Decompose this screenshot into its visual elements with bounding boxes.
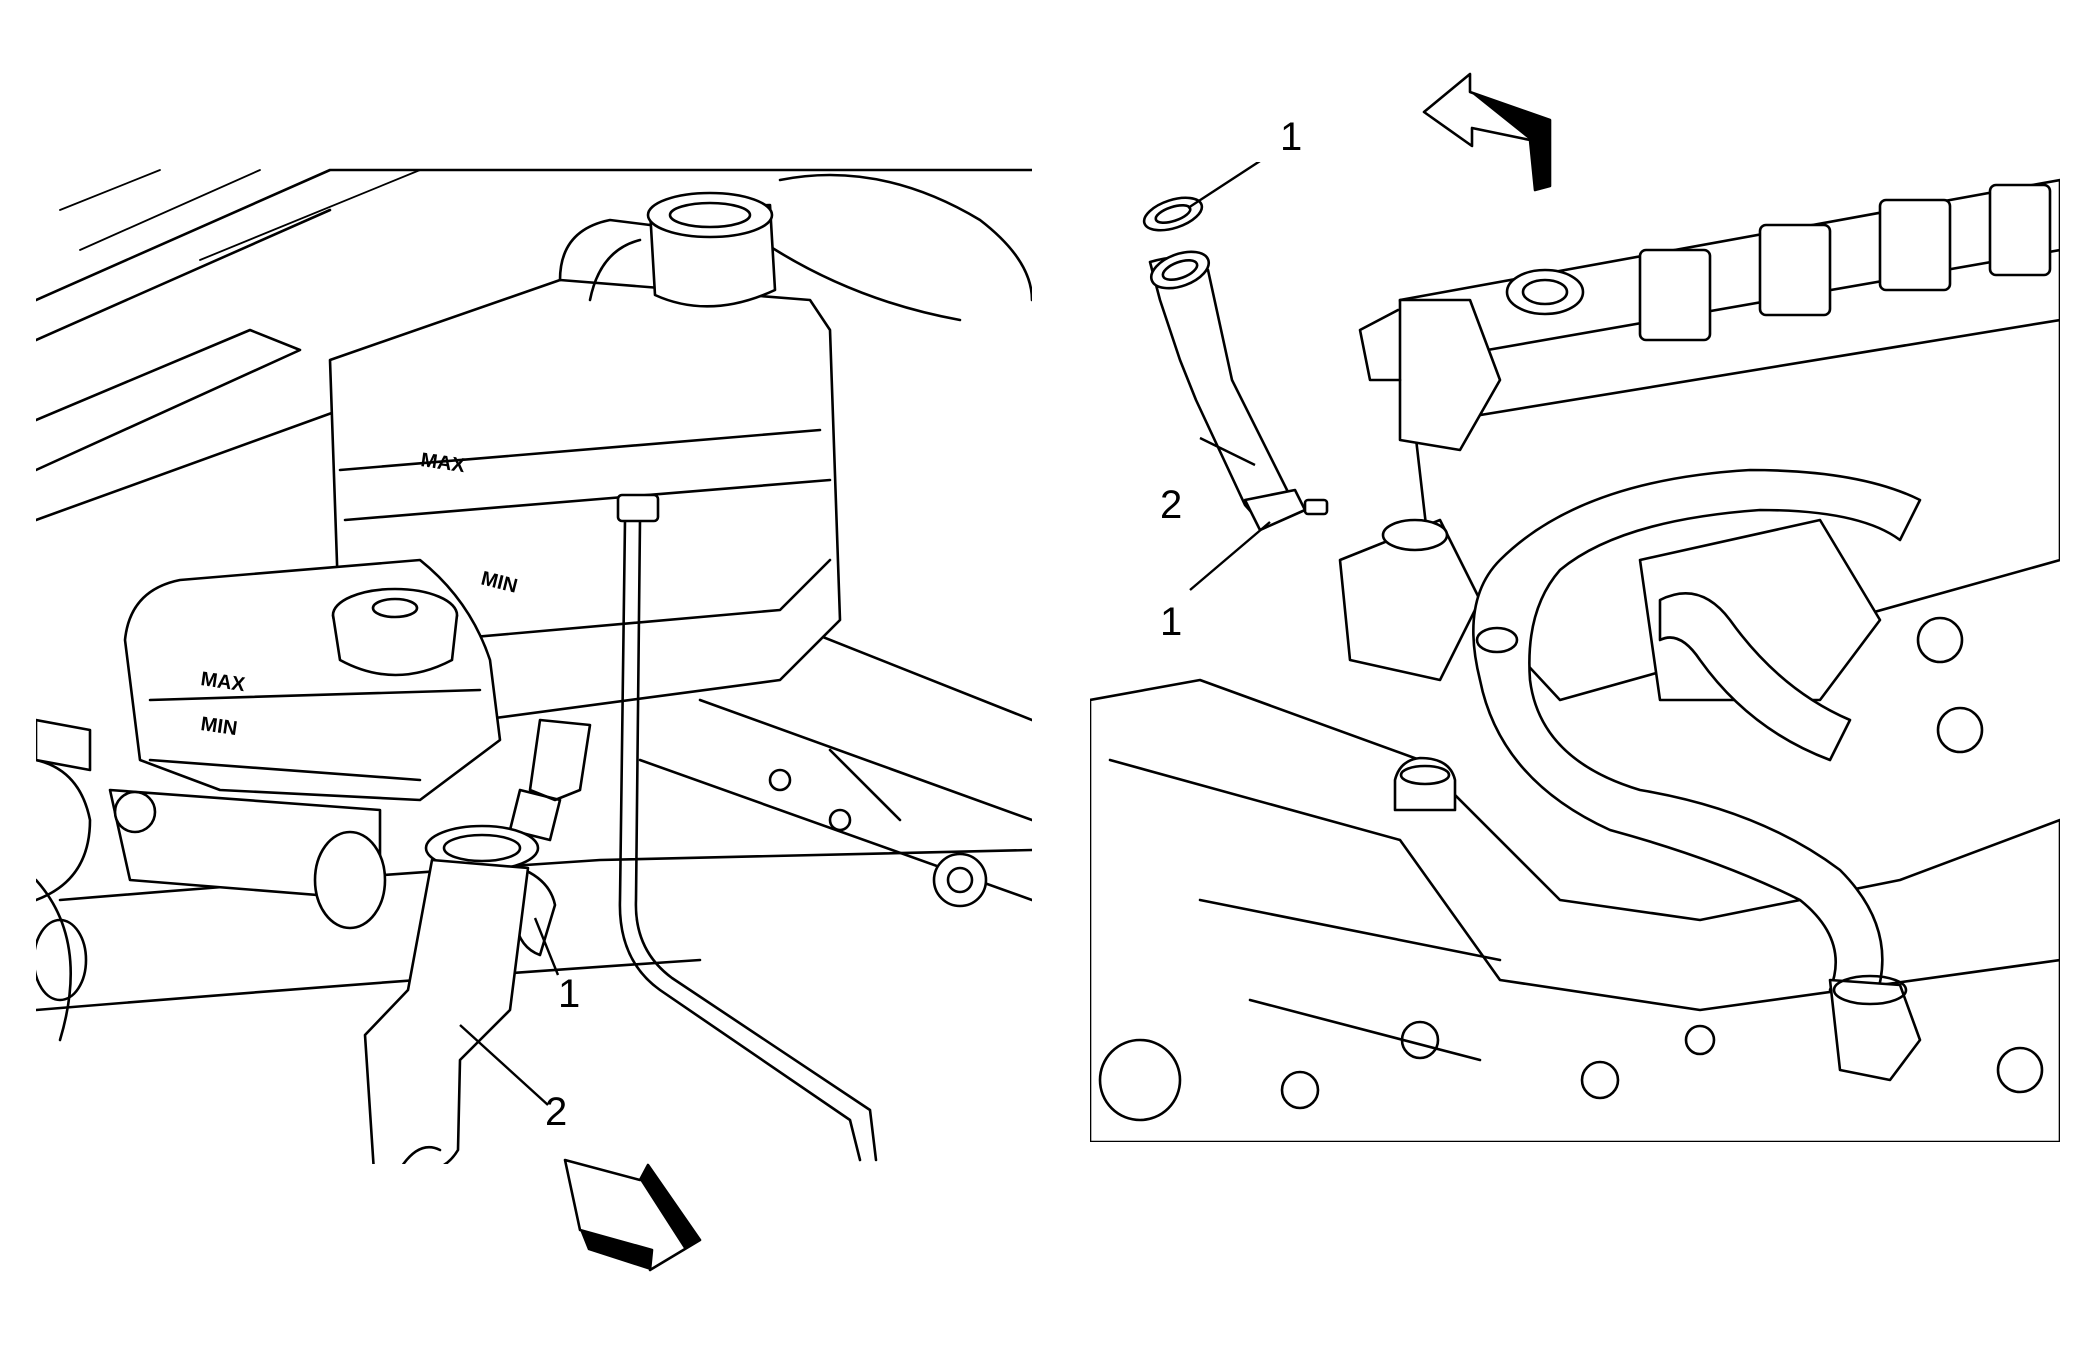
left-callout-2: 2 [545, 1090, 567, 1134]
left-direction-arrow-icon [563, 1158, 702, 1272]
right-view: 1 2 1 [1090, 72, 2060, 1142]
right-callout-1-bottom: 1 [1160, 600, 1182, 644]
left-callout-1: 1 [558, 972, 580, 1016]
brake-min-mark: MIN [199, 713, 238, 740]
left-view-illustration: MAX MIN MAX MIN [36, 168, 1032, 1164]
left-view: MAX MIN MAX MIN [36, 168, 1032, 1272]
right-view-illustration [1090, 162, 2060, 1142]
right-direction-arrow-icon [1422, 72, 1552, 192]
right-callout-2: 2 [1160, 483, 1182, 527]
right-callout-1-top: 1 [1280, 115, 1302, 159]
